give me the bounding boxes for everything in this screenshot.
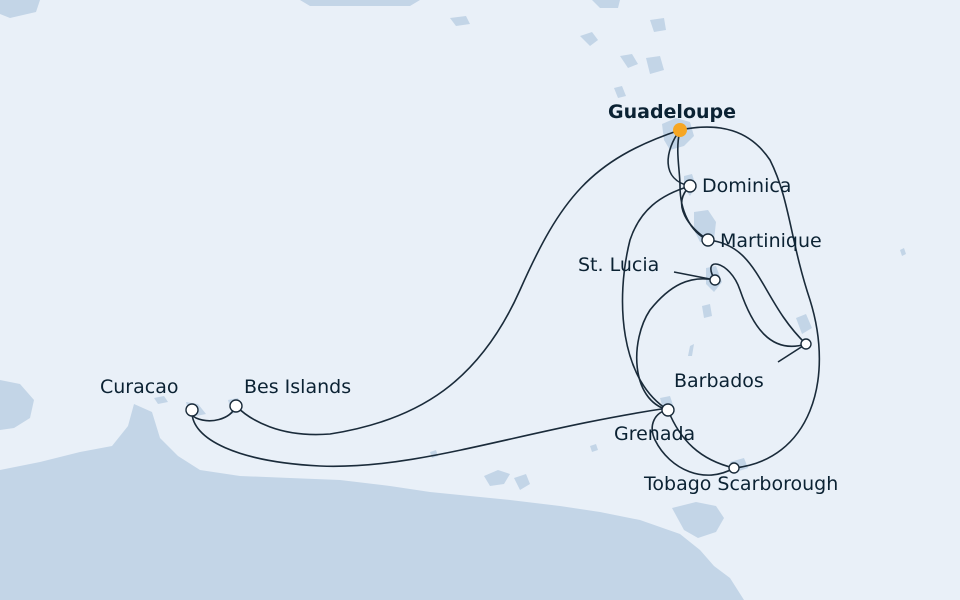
port-label-tobago: Tobago Scarborough: [643, 473, 838, 495]
port-marker-dominica[interactable]: [683, 179, 697, 193]
land-leeward-4: [650, 18, 666, 32]
land-paraguana: [0, 380, 34, 430]
port-label-grenada: Grenada: [614, 423, 695, 445]
route-grenada-stlucia: [635, 278, 716, 411]
port-markers: [185, 123, 812, 474]
port-label-dominica: Dominica: [702, 175, 791, 197]
port-label-bes-islands: Bes Islands: [244, 376, 351, 398]
routes: [187, 126, 821, 476]
land-leeward-1: [580, 32, 598, 46]
port-label-st-lucia: St. Lucia: [578, 254, 659, 276]
port-marker-bes-islands[interactable]: [229, 399, 243, 413]
route-stlucia-label: [673, 271, 716, 281]
land-islet-1: [484, 470, 510, 486]
port-marker-guadeloupe[interactable]: [673, 123, 687, 137]
land-grenadines: [688, 344, 694, 356]
land-leeward-7: [592, 0, 620, 8]
route-martinique-barbados: [707, 239, 807, 345]
land-st-vincent: [702, 304, 712, 318]
land-leeward-5: [614, 86, 626, 98]
route-curacao-grenada: [191, 407, 669, 468]
land-barbados: [796, 314, 812, 334]
land-east-islet: [900, 248, 906, 256]
port-label-curacao: Curacao: [100, 376, 178, 398]
port-label-martinique: Martinique: [720, 230, 822, 252]
land-south-america: [0, 404, 744, 600]
route-stlucia-barbados: [710, 263, 807, 347]
land-leeward-6: [450, 16, 470, 26]
port-marker-curacao[interactable]: [185, 403, 199, 417]
route-grenada-tobago: [667, 409, 735, 469]
land-top-left: [0, 0, 40, 18]
land-trinidad: [672, 502, 724, 538]
route-tobago-guadeloupe: [679, 126, 821, 469]
land-top-strip: [300, 0, 420, 6]
land-leeward-2: [620, 54, 638, 68]
port-marker-martinique[interactable]: [701, 233, 715, 247]
port-marker-st-lucia[interactable]: [709, 274, 721, 286]
port-marker-grenada[interactable]: [661, 403, 675, 417]
land-islet-4: [590, 444, 598, 452]
port-label-guadeloupe: Guadeloupe: [608, 101, 736, 123]
route-guadeloupe-bes: [235, 129, 681, 436]
port-marker-barbados[interactable]: [800, 338, 812, 350]
route-guadeloupe-dominica: [667, 129, 691, 187]
route-tobago-grenada-loop: [651, 409, 735, 476]
land-aruba: [154, 396, 168, 404]
port-marker-tobago[interactable]: [728, 462, 740, 474]
land-islet-2: [514, 474, 530, 490]
land-leeward-3: [646, 56, 664, 74]
port-label-barbados: Barbados: [674, 370, 764, 392]
port-labels: Guadeloupe Dominica Martinique St. Lucia…: [100, 101, 838, 495]
